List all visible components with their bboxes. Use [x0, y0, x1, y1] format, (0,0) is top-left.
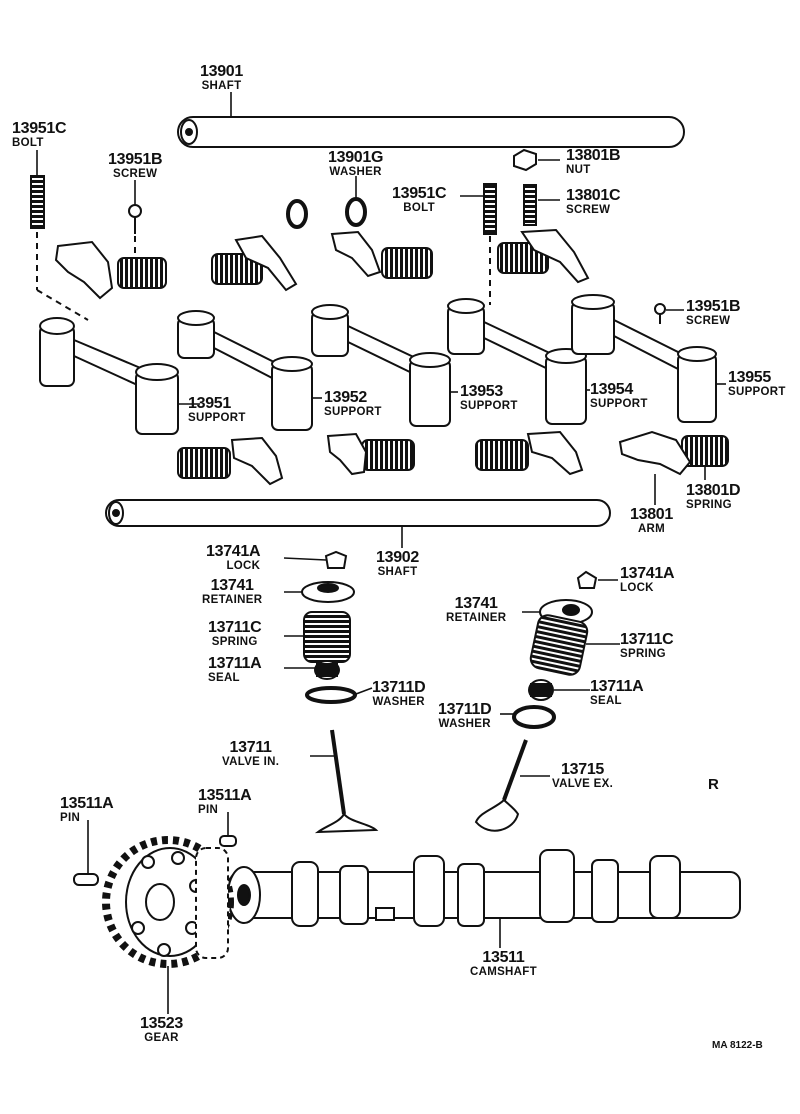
pin-left [73, 873, 99, 886]
retainer-in [301, 581, 355, 603]
upper-rocker-shaft [177, 116, 685, 148]
arm-spring-6 [361, 439, 415, 471]
adjust-nut [513, 148, 537, 172]
washer-ex [512, 705, 556, 729]
camshaft-gear [102, 836, 234, 968]
support-13954 [447, 298, 587, 425]
rocker-arm-6 [326, 432, 368, 476]
seal-ex [528, 679, 554, 701]
seal-in [314, 660, 340, 680]
washer-in [305, 686, 357, 704]
rocker-arm-7 [526, 430, 584, 476]
lock-ex [576, 570, 598, 589]
stud-bolt-left [30, 175, 45, 229]
arm-spring-2 [211, 253, 263, 285]
support-13953 [311, 304, 451, 427]
spring-in [303, 611, 351, 663]
valve-ex [474, 739, 528, 832]
lock-in [324, 550, 348, 569]
valve-in [314, 729, 379, 834]
washer-top-2 [345, 197, 367, 227]
support-13955 [571, 294, 717, 423]
camshaft-body [227, 849, 741, 927]
washer-top-1 [286, 199, 308, 229]
adjust-screw [523, 184, 537, 226]
rocker-arm-4 [520, 228, 590, 284]
arm-spring-1 [117, 257, 167, 289]
support-13951 [39, 317, 179, 435]
region-mark: R [708, 776, 719, 793]
rocker-arm-8 [618, 430, 692, 476]
pin-mid [219, 835, 237, 847]
screw-left [128, 204, 142, 234]
rocker-arm-1 [54, 240, 114, 300]
arm-spring-5 [177, 447, 231, 479]
support-13952 [177, 310, 313, 431]
rocker-arm-3 [330, 230, 382, 278]
stud-bolt-mid [483, 183, 497, 235]
rocker-arm-2 [234, 234, 298, 292]
spring-ex [529, 614, 589, 676]
arm-spring-7 [475, 439, 529, 471]
screw-right [654, 303, 666, 324]
rocker-arm-5 [230, 436, 284, 486]
lower-rocker-shaft [105, 499, 611, 527]
arm-spring-3 [381, 247, 433, 279]
drawing-code: MA 8122-B [712, 1040, 763, 1051]
